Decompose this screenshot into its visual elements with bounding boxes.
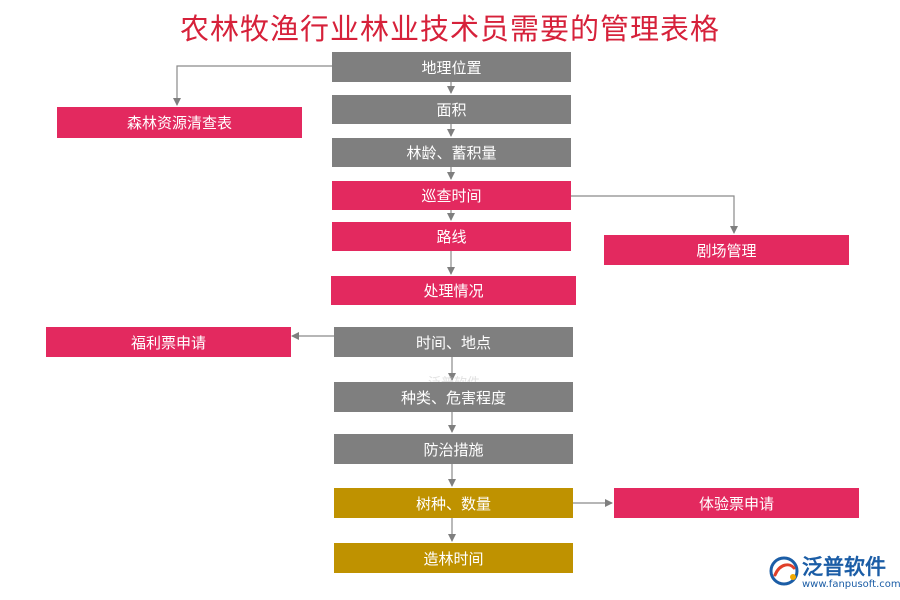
node-forest-survey: 森林资源清查表 bbox=[57, 107, 302, 138]
node-welfare-ticket: 福利票申请 bbox=[46, 327, 291, 357]
node-time-place: 时间、地点 bbox=[334, 327, 573, 357]
node-control-measures: 防治措施 bbox=[334, 434, 573, 464]
node-area: 面积 bbox=[332, 95, 571, 124]
node-tree-species-qty: 树种、数量 bbox=[334, 488, 573, 518]
brand-logo: 泛普软件 www.fanpusoft.com bbox=[768, 551, 900, 596]
node-handling: 处理情况 bbox=[331, 276, 576, 305]
node-experience-ticket: 体验票申请 bbox=[614, 488, 859, 518]
diagram-title: 农林牧渔行业林业技术员需要的管理表格 bbox=[179, 12, 720, 46]
logo-url: www.fanpusoft.com bbox=[802, 579, 900, 590]
node-patrol-time: 巡查时间 bbox=[332, 181, 571, 210]
node-type-severity: 种类、危害程度 bbox=[334, 382, 573, 412]
edge-location-forest-survey bbox=[173, 65, 332, 106]
fanpu-logo-icon bbox=[769, 556, 799, 586]
node-route: 路线 bbox=[332, 222, 571, 251]
node-location: 地理位置 bbox=[332, 52, 571, 82]
logo-name: 泛普软件 bbox=[802, 555, 886, 579]
node-site-management: 剧场管理 bbox=[604, 235, 849, 265]
node-afforestation-time: 造林时间 bbox=[334, 543, 573, 573]
edge-patrol-site-management bbox=[571, 195, 738, 234]
node-age-stock: 林龄、蓄积量 bbox=[332, 138, 571, 167]
